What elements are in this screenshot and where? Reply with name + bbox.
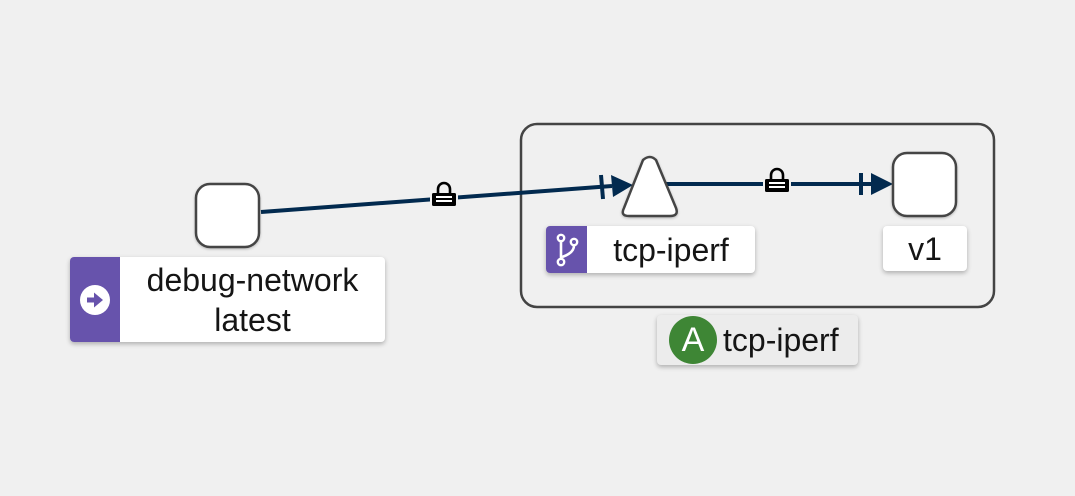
workload-node-debug-network[interactable] [194, 182, 261, 249]
node-name: debug-network [146, 261, 359, 298]
code-branch-icon [556, 233, 578, 266]
arrow-circle-right-icon [80, 284, 110, 315]
node-label-tcp-iperf[interactable]: tcp-iperf [546, 226, 755, 273]
node-label-debug-network[interactable]: debug-network latest [70, 257, 385, 342]
lock-icon [763, 167, 791, 195]
lock-icon [430, 181, 458, 209]
node-label-v1[interactable]: v1 [883, 226, 967, 271]
service-node-tcp-iperf[interactable] [621, 155, 678, 218]
badge-debug-network [70, 257, 120, 342]
app-box-label[interactable]: A tcp-iperf [657, 315, 858, 365]
node-version: latest [214, 301, 291, 338]
node-name: tcp-iperf [613, 231, 729, 268]
app-name: tcp-iperf [723, 322, 839, 358]
app-badge: A [669, 316, 717, 364]
badge-tcp-iperf [546, 226, 587, 273]
workload-node-v1[interactable] [891, 151, 958, 218]
node-name: v1 [908, 230, 942, 267]
